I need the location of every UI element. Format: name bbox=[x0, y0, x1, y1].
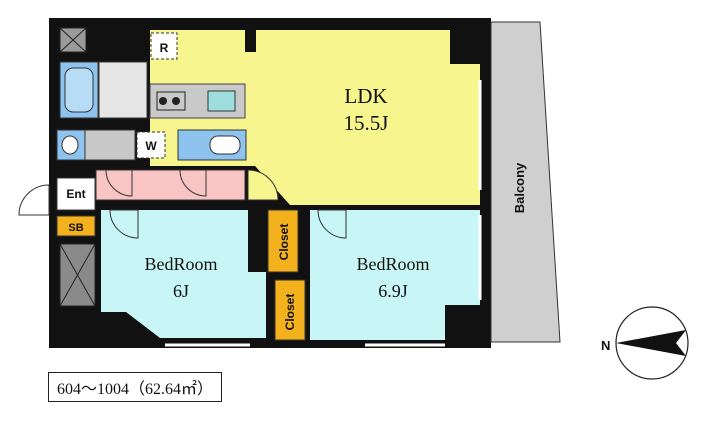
washbasin-icon bbox=[61, 135, 79, 155]
closet-2 bbox=[274, 279, 306, 341]
hallway bbox=[95, 169, 246, 201]
door-swing bbox=[109, 209, 139, 239]
shoe-box bbox=[56, 215, 96, 237]
bedroom-2 bbox=[310, 210, 480, 340]
stove-burner-icon bbox=[159, 97, 167, 105]
door-swing bbox=[317, 209, 347, 239]
washroom-floor bbox=[84, 129, 136, 161]
ldk-size: 15.5J bbox=[344, 111, 389, 135]
balcony bbox=[490, 21, 561, 343]
washer-label: W bbox=[145, 139, 157, 153]
door-swing bbox=[247, 169, 279, 201]
unit-caption: 604～1004（62.64㎡） bbox=[48, 372, 223, 402]
closet-1 bbox=[267, 209, 299, 273]
ldk-name: LDK bbox=[344, 84, 387, 108]
bedroom-1-name: BedRoom bbox=[144, 254, 217, 274]
ldk-room bbox=[150, 30, 480, 205]
refrigerator-space bbox=[150, 32, 178, 60]
door-swing bbox=[179, 169, 207, 197]
door-swing bbox=[105, 169, 133, 197]
entrance-label: Ent bbox=[66, 187, 85, 201]
bedroom-1-size: 6J bbox=[173, 281, 189, 301]
compass-north-label: N bbox=[601, 338, 610, 353]
bathroom-floor bbox=[98, 61, 148, 119]
closet-2-label: Closet bbox=[283, 294, 297, 331]
washer-space bbox=[136, 131, 166, 159]
bedroom-2-size: 6.9J bbox=[378, 281, 408, 301]
compass-needle-icon bbox=[616, 330, 686, 356]
balcony-label: Balcony bbox=[512, 162, 527, 213]
entrance-area bbox=[56, 177, 96, 211]
entrance-door-swing bbox=[18, 184, 50, 216]
shoe-box-label: SB bbox=[68, 222, 83, 234]
bathtub-icon bbox=[64, 67, 94, 113]
refrigerator-label: R bbox=[160, 41, 169, 55]
toilet-icon bbox=[209, 135, 241, 155]
stove-burner-icon bbox=[172, 97, 180, 105]
closet-1-label: Closet bbox=[277, 224, 291, 261]
bedroom-1 bbox=[101, 210, 266, 338]
stove-icon bbox=[156, 91, 186, 111]
bedroom-2-name: BedRoom bbox=[356, 254, 429, 274]
sink-icon bbox=[207, 90, 236, 112]
